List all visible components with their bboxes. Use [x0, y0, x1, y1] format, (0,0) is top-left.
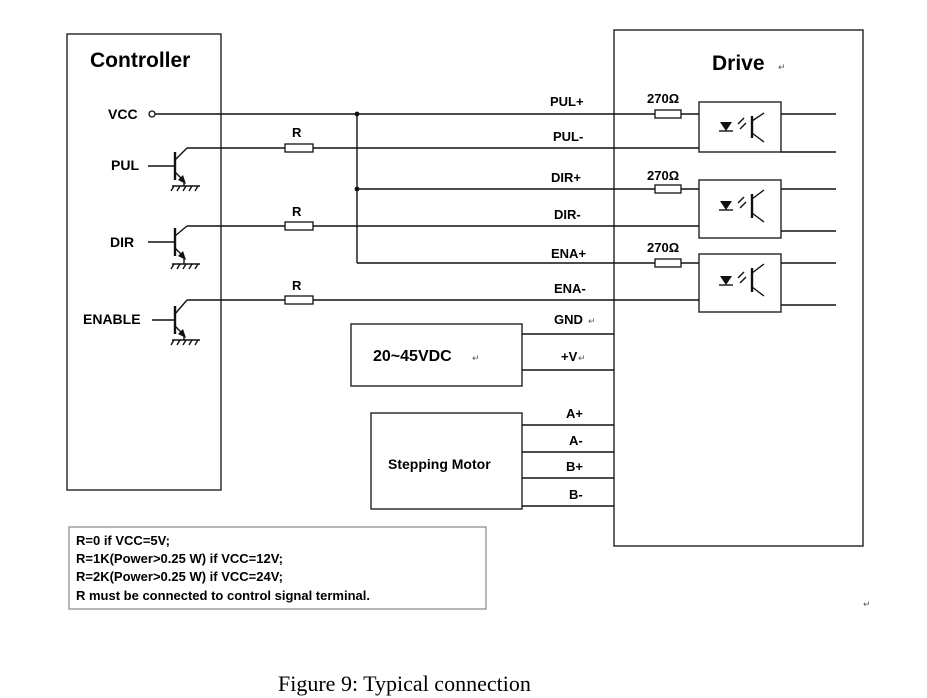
page-return-mark: ↵	[863, 599, 871, 609]
power-supply-box	[350, 323, 523, 387]
controller-box	[66, 33, 222, 491]
note-line-4: R must be connected to control signal te…	[76, 588, 370, 603]
stepping-motor-label: Stepping Motor	[388, 456, 491, 472]
vcc-junction-1	[354, 111, 360, 117]
dir-transistor	[148, 225, 352, 270]
pin-a-minus: A-	[569, 433, 583, 448]
dir-optocoupler	[698, 179, 782, 239]
pin-ena-plus: ENA+	[551, 246, 586, 261]
enable-resistor	[284, 295, 314, 305]
power-supply-label: 20~45VDC	[373, 348, 452, 365]
pin-pul-plus: PUL+	[550, 94, 584, 109]
pul-optocoupler	[698, 101, 782, 153]
dir-label: DIR	[110, 234, 134, 250]
pin-gnd: GND	[554, 312, 583, 327]
drive-input-pul: 270Ω	[614, 91, 836, 153]
enable-label: ENABLE	[83, 311, 141, 327]
drive-input-dir: 270Ω	[614, 168, 836, 239]
pin-a-plus: A+	[566, 406, 583, 421]
figure-caption: Figure 9: Typical connection	[278, 671, 531, 696]
stepping-motor-box	[370, 412, 523, 510]
pul-resistor	[284, 143, 314, 153]
drive-title: Drive	[712, 52, 765, 75]
ena-optocoupler	[698, 253, 782, 313]
controller-title: Controller	[90, 49, 190, 72]
pin-gnd-mark: ↵	[588, 316, 596, 326]
drive-box	[613, 29, 864, 547]
pin-vplus-mark: ↵	[578, 353, 586, 363]
dir-resistor	[284, 221, 314, 231]
ena-input-resistor-label: 270Ω	[647, 240, 679, 255]
pul-label: PUL	[111, 157, 139, 173]
pin-b-minus: B-	[569, 487, 583, 502]
vcc-terminal	[148, 110, 156, 118]
power-supply-mark: ↵	[472, 353, 480, 363]
notes-box	[68, 526, 487, 610]
pin-dir-minus: DIR-	[554, 207, 581, 222]
pin-pul-minus: PUL-	[553, 129, 583, 144]
note-line-1: R=0 if VCC=5V;	[76, 533, 170, 548]
pul-resistor-label: R	[292, 125, 302, 140]
pin-ena-minus: ENA-	[554, 281, 586, 296]
pin-vplus: +V	[561, 349, 578, 364]
vcc-label: VCC	[108, 106, 138, 122]
pin-b-plus: B+	[566, 459, 583, 474]
note-line-3: R=2K(Power>0.25 W) if VCC=24V;	[76, 569, 283, 584]
drive-input-ena: 270Ω	[614, 240, 836, 313]
enable-resistor-label: R	[292, 278, 302, 293]
dir-resistor-label: R	[292, 204, 302, 219]
pin-dir-plus: DIR+	[551, 170, 581, 185]
dir-input-resistor-label: 270Ω	[647, 168, 679, 183]
drive-title-mark: ↵	[778, 62, 786, 72]
enable-transistor	[152, 299, 614, 346]
pul-input-resistor-label: 270Ω	[647, 91, 679, 106]
note-line-2: R=1K(Power>0.25 W) if VCC=12V;	[76, 551, 283, 566]
pul-transistor	[148, 147, 352, 192]
